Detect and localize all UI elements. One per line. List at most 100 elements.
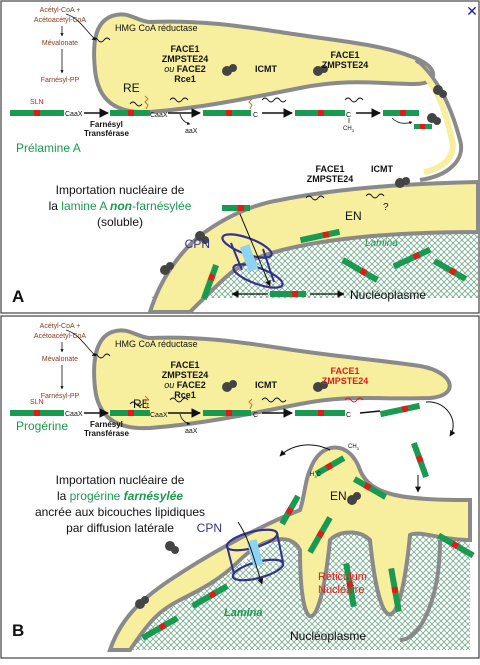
question-mark: ? (383, 202, 389, 213)
curve-arrow (425, 401, 456, 437)
lamin-filaments-a (201, 228, 468, 300)
er-extension-a (414, 58, 464, 182)
import-b-pre: la (57, 489, 70, 503)
en-label-a: EN (345, 209, 362, 223)
import-text-b-line4: par diffusion latérale (66, 521, 174, 535)
enzyme-face2: FACE2 (177, 64, 206, 74)
cpn-label-a: CPN (185, 237, 210, 251)
h3c-h: H (310, 472, 314, 478)
ch3-sub: 3 (357, 446, 360, 451)
aax-label: aaX (185, 128, 198, 135)
ft-coil (129, 101, 143, 107)
ft-label-2: Transférase (84, 429, 129, 438)
import-text-a-line3: (soluble) (97, 215, 143, 229)
sln-site (34, 410, 40, 416)
lamin-entering-site (238, 205, 244, 211)
close-icon[interactable]: ✕ (466, 4, 478, 20)
panel-letter-b: B (12, 621, 24, 640)
er-extension-fill-a (413, 63, 456, 175)
enzyme-label-3: ou FACE2 (164, 380, 206, 390)
enzyme-or: ou (164, 380, 174, 390)
ft-label-2: Transférase (84, 129, 129, 138)
protein-row-a: SLN CaaX Farnésyl Transférase CaaX aaX C… (10, 95, 432, 138)
panel-b: Acétyl-CoA + Acétoacétyl-CoA Mévalonate … (0, 315, 480, 659)
sln-label: SLN (30, 99, 44, 106)
c-label: C (346, 112, 351, 119)
import-a-post: -farnésylée (132, 199, 192, 213)
nuclear-envelope-a (147, 179, 480, 314)
pathway-step-1: Acétyl-CoA + (40, 323, 81, 330)
farnesyl-tail (144, 395, 149, 410)
enzyme-label-4: Rce1 (174, 390, 196, 400)
cleavage-site (128, 410, 134, 416)
enzyme-label-2: ZMPSTE24 (162, 370, 209, 380)
import-a-bold: non (110, 199, 132, 213)
pore-walls (226, 532, 284, 575)
c-label: C (253, 112, 258, 119)
import-b-bold: farnésylée (124, 489, 184, 503)
import-a-pre: la (49, 199, 62, 213)
pathway-step-1: Acétyl-CoA + (40, 7, 81, 14)
pathway-step-3: Mévalonate (42, 40, 78, 47)
hmg-label: HMG CoA réductase (115, 23, 198, 33)
nuclear-pore-b: CPN (197, 521, 285, 585)
import-text-b-line3: ancrée aux bicouches lipidiques (35, 505, 205, 519)
pore-channel (239, 244, 259, 272)
en-label-b: EN (330, 489, 347, 503)
import-b-green: progérine (70, 489, 121, 503)
enzyme-label-4: Rce1 (174, 74, 196, 84)
import-a-green: lamine A (61, 199, 107, 213)
enzyme-coil (169, 397, 189, 403)
caax-label-2: CaaX (150, 112, 168, 119)
aax-label: aaX (185, 428, 198, 435)
en-coil-2 (365, 193, 385, 199)
farnesyl-tail (248, 398, 253, 410)
caax-label-2: CaaX (150, 412, 168, 419)
pathway-step-2: Acétoacétyl-CoA (34, 333, 86, 340)
curve-arrow-2 (279, 444, 331, 457)
en-enzyme-2: ZMPSTE24 (307, 174, 354, 184)
enzyme-label-1: FACE1 (170, 360, 199, 370)
farnesyl-tail (144, 95, 149, 110)
ft-label-1: Farnésyl (90, 120, 123, 129)
import-text-a-line1: Importation nucléaire de (56, 183, 185, 197)
protein-name-a: Prélamine A (16, 141, 81, 155)
cleavage-site (318, 110, 324, 116)
ch3-sub: 3 (352, 128, 355, 133)
pathway-step-4: Farnésyl-PP (41, 393, 80, 400)
enzyme-coil (169, 97, 189, 103)
ch3-label: CH3 (343, 126, 355, 133)
cleavage-site (318, 410, 324, 416)
sln-site (34, 110, 40, 116)
enzyme-label-1: FACE1 (170, 44, 199, 54)
h3c-c: C (317, 472, 322, 478)
enzyme2-red-2: ZMPSTE24 (322, 376, 369, 386)
face1-coil-red (344, 397, 364, 403)
cleavage-site (226, 110, 232, 116)
h3c-label: H3C (310, 472, 322, 479)
protein-row-b: SLN CaaX Farnésyl Transférase CaaX aaX C… (10, 395, 456, 438)
re-label-b: RE (133, 397, 150, 411)
h3c-sub: 3 (314, 474, 317, 479)
hmg-enzyme-coil (91, 353, 111, 359)
lamin-entering (222, 205, 250, 211)
enzyme2-label-1: FACE1 (330, 50, 359, 60)
import-arrow-a (239, 213, 271, 287)
lamina-label-b: Lamina (224, 607, 263, 619)
arrow-blocked (359, 410, 381, 414)
reticulum-label-2: Nucléaire (318, 584, 364, 596)
progerin-chains-b: CH3 H3C (279, 442, 429, 526)
panel-a: Acétyl-CoA + Acétoacétyl-CoA Mévalonate … (0, 0, 480, 314)
pore-walls (230, 242, 275, 283)
nuclear-pore-a: CPN (185, 205, 284, 289)
en-enzyme-1: FACE1 (315, 164, 344, 174)
farnesyl-tail (248, 98, 253, 110)
ft-coil (129, 401, 143, 407)
c-label: C (346, 412, 351, 419)
hmg-enzyme-coil (91, 37, 111, 43)
lamina-label-a: Lamina (365, 238, 398, 249)
cleavage-site (226, 410, 232, 416)
icmt-coil (261, 97, 287, 103)
